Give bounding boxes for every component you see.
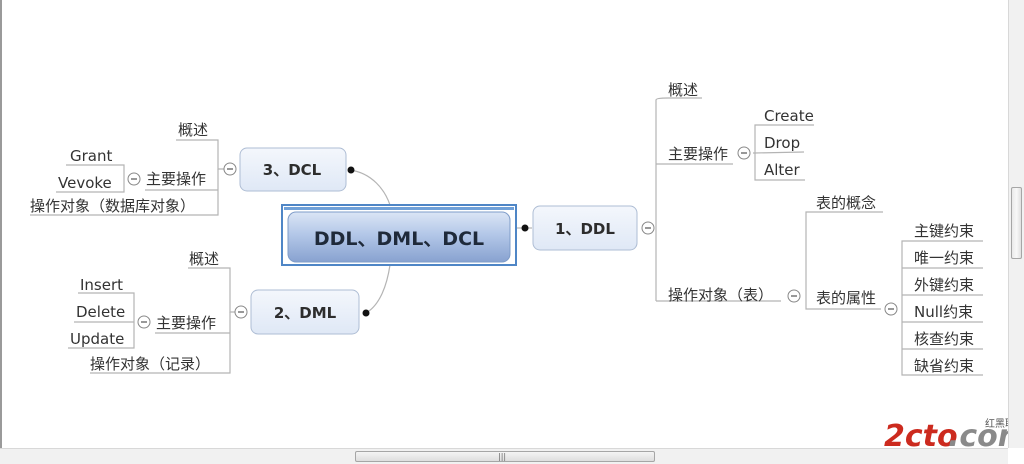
ddl-attr-item[interactable]: Null约束: [914, 303, 973, 321]
dml-overview[interactable]: 概述: [189, 250, 219, 268]
watermark: 2cto .com: [884, 419, 1008, 448]
dcl-target[interactable]: 操作对象（数据库对象）: [30, 197, 195, 215]
root-node[interactable]: DDL、DML、DCL: [281, 204, 517, 266]
watermark-side-text: 红黑联盟: [985, 417, 1008, 430]
dml-ops[interactable]: 主要操作: [156, 314, 216, 332]
ddl-concept[interactable]: 表的概念: [816, 194, 876, 212]
collapse-toggle-ddl-target[interactable]: [787, 289, 801, 303]
collapse-toggle-dml-ops[interactable]: [137, 315, 151, 329]
grip-icon: |||: [498, 452, 507, 461]
connector-dot: [362, 309, 370, 317]
horizontal-scrollbar[interactable]: |||: [0, 448, 1008, 464]
collapse-toggle-ddl[interactable]: [641, 221, 655, 235]
dcl-op-item[interactable]: Vevoke: [58, 174, 112, 192]
collapse-toggle-dcl[interactable]: [223, 162, 237, 176]
horizontal-scroll-thumb[interactable]: |||: [355, 451, 655, 462]
branch-label-dcl: 3、DCL: [263, 161, 322, 179]
dml-op-item[interactable]: Insert: [80, 276, 123, 294]
dml-target[interactable]: 操作对象（记录）: [90, 355, 210, 373]
ddl-attr-item[interactable]: 外键约束: [914, 276, 974, 294]
ddl-ops[interactable]: 主要操作: [668, 145, 728, 163]
connector-dot: [347, 166, 355, 174]
branch-node-dml[interactable]: 2、DML: [250, 289, 360, 335]
collapse-toggle-dcl-ops[interactable]: [127, 172, 141, 186]
collapse-toggle-dml[interactable]: [234, 305, 248, 319]
ddl-attr-item[interactable]: 唯一约束: [914, 249, 974, 267]
ddl-op-item[interactable]: Alter: [764, 161, 801, 179]
dcl-op-item[interactable]: Grant: [70, 147, 112, 165]
ddl-overview[interactable]: 概述: [668, 81, 698, 99]
dcl-overview[interactable]: 概述: [178, 121, 208, 139]
ddl-attr-item[interactable]: 核查约束: [914, 330, 974, 348]
branch-label-ddl: 1、DDL: [555, 220, 615, 238]
ddl-op-item[interactable]: Create: [764, 107, 814, 125]
mind-map-canvas[interactable]: DDL、DML、DCL 1、DDL 概述 主要操作 Create Drop Al…: [0, 0, 1008, 448]
dcl-ops[interactable]: 主要操作: [146, 170, 206, 188]
root-label: DDL、DML、DCL: [314, 228, 484, 250]
branch-node-dcl[interactable]: 3、DCL: [239, 147, 347, 192]
watermark-main-gray: .com: [948, 419, 1008, 448]
ddl-attr-item[interactable]: 缺省约束: [914, 357, 974, 375]
dml-op-item[interactable]: Update: [70, 330, 124, 348]
ddl-op-item[interactable]: Drop: [764, 134, 800, 152]
ddl-target[interactable]: 操作对象（表）: [668, 286, 773, 304]
connector-dot: [521, 224, 529, 232]
vertical-scrollbar[interactable]: [1008, 0, 1024, 448]
branch-node-ddl[interactable]: 1、DDL: [532, 205, 638, 251]
ddl-attrs[interactable]: 表的属性: [816, 289, 876, 307]
dml-op-item[interactable]: Delete: [76, 303, 125, 321]
watermark-main-red: 2cto: [884, 419, 958, 448]
vertical-scroll-thumb[interactable]: [1011, 187, 1022, 259]
collapse-toggle-ddl-attrs[interactable]: [884, 302, 898, 316]
branch-label-dml: 2、DML: [274, 304, 337, 322]
ddl-attr-item[interactable]: 主键约束: [914, 222, 974, 240]
collapse-toggle-ddl-ops[interactable]: [737, 146, 751, 160]
window-left-border: [0, 0, 2, 464]
